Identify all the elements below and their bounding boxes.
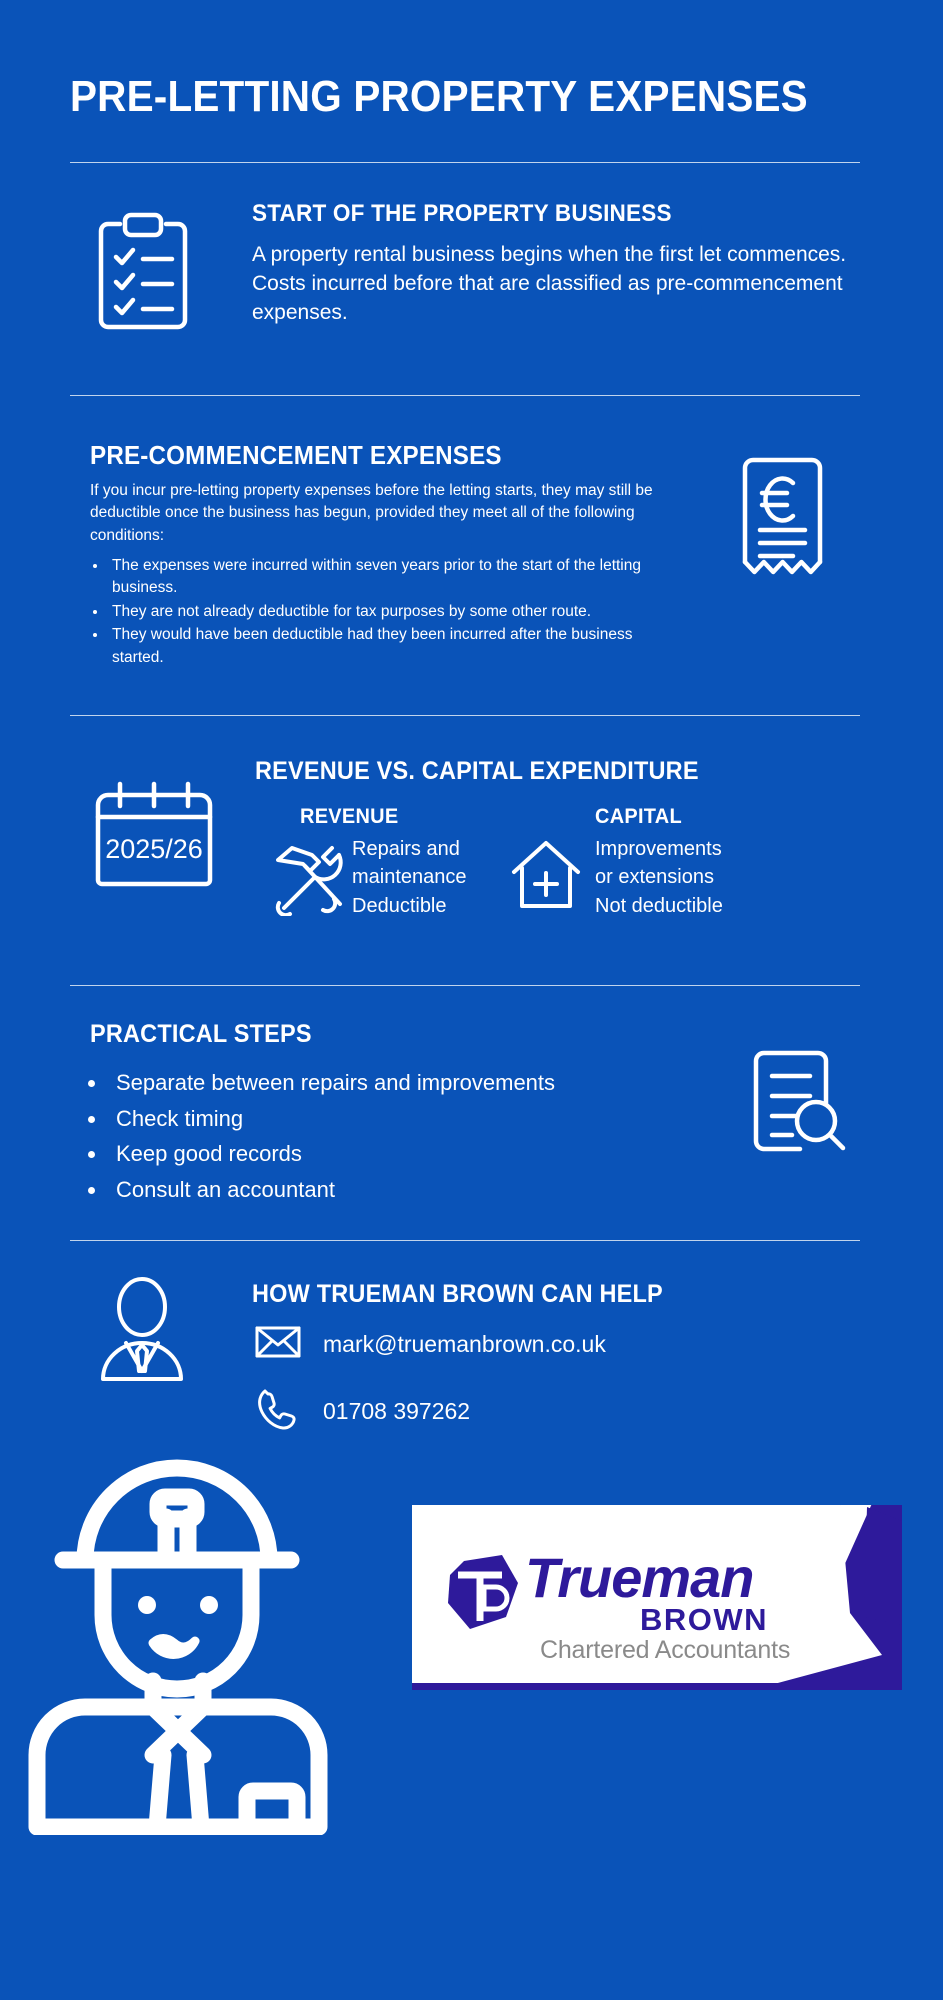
envelope-icon (255, 1325, 301, 1364)
section-revenue-capital-heading: REVENUE VS. CAPITAL EXPENDITURE (255, 757, 699, 785)
calendar-year-label: 2025/26 (105, 834, 203, 864)
page-title: PRE-LETTING PROPERTY EXPENSES (70, 72, 808, 121)
section-start-heading: START OF THE PROPERTY BUSINESS (252, 200, 672, 227)
revenue-line: maintenance (352, 866, 467, 889)
section-precommencement-intro: If you incur pre-letting property expens… (90, 482, 653, 544)
logo-name-secondary: BROWN (640, 1602, 769, 1637)
person-suit-icon (95, 1275, 190, 1390)
phone-icon (255, 1387, 301, 1436)
capital-lines: Improvements or extensions Not deductibl… (595, 835, 805, 920)
divider-after-precommencement (70, 715, 860, 716)
section-practical-steps-heading: PRACTICAL STEPS (90, 1020, 312, 1048)
section-start-body: A property rental business begins when t… (252, 243, 847, 324)
logo-tagline: Chartered Accountants (540, 1636, 791, 1664)
revenue-column: REVENUE (300, 805, 530, 829)
capital-column: CAPITAL (595, 805, 825, 829)
contact-email-row[interactable]: mark@truemanbrown.co.uk (255, 1325, 606, 1364)
euro-receipt-icon (735, 450, 830, 590)
list-item: They are not already deductible for tax … (108, 601, 678, 623)
calendar-icon: 2025/26 (90, 780, 218, 895)
capital-line: or extensions (595, 866, 714, 889)
list-item: The expenses were incurred within seven … (108, 555, 678, 600)
divider-title (70, 162, 860, 163)
section-start-text-block: START OF THE PROPERTY BUSINESS A propert… (252, 200, 872, 328)
phone-number[interactable]: 01708 397262 (323, 1398, 471, 1424)
contact-phone-row[interactable]: 01708 397262 (255, 1387, 470, 1436)
section-help-heading: HOW TRUEMAN BROWN CAN HELP (252, 1280, 663, 1308)
practical-steps-list: Separate between repairs and improvement… (108, 1065, 728, 1208)
divider-after-practical-steps (70, 1240, 860, 1241)
list-item: Separate between repairs and improvement… (108, 1065, 728, 1101)
clipboard-checklist-icon (90, 210, 200, 345)
tb-monogram-icon (444, 1553, 520, 1640)
house-plus-icon (510, 838, 582, 919)
list-item: Consult an accountant (108, 1172, 728, 1208)
capital-column-heading: CAPITAL (595, 805, 682, 828)
list-item: Keep good records (108, 1136, 728, 1172)
revenue-lines: Repairs and maintenance Deductible (352, 835, 532, 920)
list-item: Check timing (108, 1101, 728, 1137)
trueman-brown-logo-card: Trueman BROWN Chartered Accountants (412, 1505, 902, 1690)
hammer-wrench-icon (272, 838, 350, 921)
capital-line: Not deductible (595, 894, 723, 917)
builder-hardhat-icon (25, 1455, 330, 1840)
revenue-column-heading: REVENUE (300, 805, 399, 828)
revenue-line: Deductible (352, 894, 447, 917)
divider-after-start (70, 395, 860, 396)
capital-line: Improvements (595, 838, 722, 860)
document-search-icon (748, 1045, 848, 1165)
divider-after-revenue-capital (70, 985, 860, 986)
logo-name-primary: Trueman (525, 1546, 754, 1609)
list-item: They would have been deductible had they… (108, 624, 678, 669)
section-precommencement-heading: PRE-COMMENCEMENT EXPENSES (90, 440, 502, 470)
email-address[interactable]: mark@truemanbrown.co.uk (323, 1331, 606, 1357)
precommencement-conditions-list: The expenses were incurred within seven … (108, 555, 678, 670)
revenue-line: Repairs and (352, 838, 460, 860)
